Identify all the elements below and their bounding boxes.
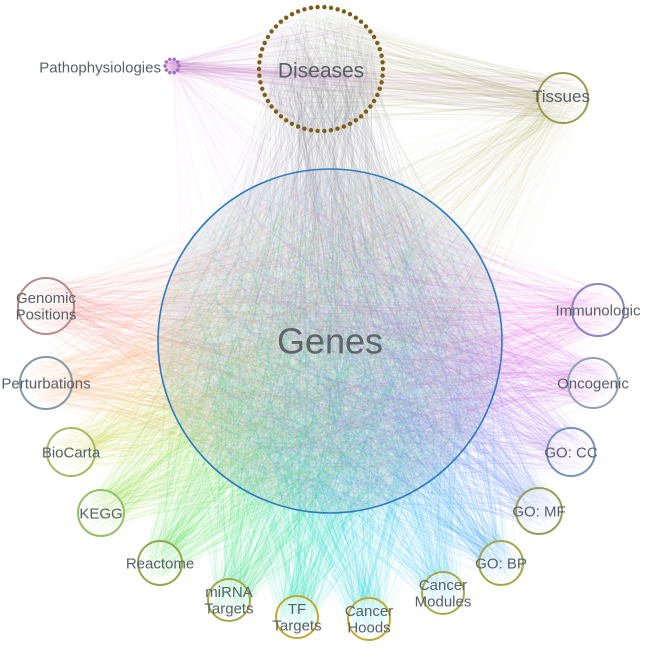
node-label-biocarta: BioCarta	[42, 444, 101, 461]
node-kegg[interactable]	[77, 489, 125, 537]
node-pathophysiologies[interactable]	[163, 57, 181, 75]
edge-fan-perturbations	[23, 178, 486, 507]
node-go-bp[interactable]	[478, 540, 524, 586]
node-go-cc[interactable]	[546, 427, 596, 477]
node-tissues[interactable]	[537, 72, 589, 124]
edge-bundles	[21, 15, 621, 638]
node-label-immunologic: Immunologic	[555, 302, 641, 319]
edge-fan-go-cc	[164, 186, 593, 507]
node-diseases[interactable]	[256, 4, 386, 134]
edge-fan-reactome	[140, 175, 488, 581]
edge-fan-mirna-targets	[166, 185, 487, 618]
node-label-pathophysiologies: Pathophysiologies	[39, 59, 161, 76]
node-go-mf[interactable]	[515, 487, 563, 535]
node-label-go-cc: GO: CC	[544, 444, 598, 461]
node-label-tissues: Tissues	[532, 87, 590, 106]
node-immunologic[interactable]	[571, 283, 625, 337]
node-tf-targets[interactable]	[275, 595, 319, 639]
node-label-genes: Genes	[277, 321, 383, 362]
node-label-kegg: KEGG	[79, 505, 122, 522]
node-perturbations[interactable]	[19, 356, 73, 410]
node-mirna-targets[interactable]	[207, 578, 251, 622]
edge-fan-biocarta	[50, 179, 493, 495]
node-reactome[interactable]	[137, 540, 183, 586]
node-genomic-positions[interactable]	[17, 277, 75, 335]
node-label-reactome: Reactome	[126, 555, 194, 572]
edge-link-pathophysiologies-tissues	[166, 59, 585, 120]
edge-fan-genomic-positions	[21, 177, 490, 490]
edge-fan-cancer-hoods	[174, 183, 488, 638]
edge-fan-go-mf	[172, 179, 560, 532]
node-label-perturbations: Perturbations	[1, 375, 90, 392]
node-label-oncogenic: Oncogenic	[557, 375, 629, 392]
edge-fan-oncogenic	[177, 179, 616, 508]
node-labels: Genes Diseases PathophysiologiesTissuesGen…	[1, 59, 641, 636]
node-label-go-bp: GO: BP	[475, 555, 527, 572]
node-genes[interactable]	[157, 168, 503, 514]
node-biocarta[interactable]	[46, 427, 96, 477]
edge-fan-tf-targets	[183, 180, 492, 636]
edge-fan-go-bp	[169, 183, 521, 583]
edge-fan-immunologic	[169, 176, 621, 507]
edge-fan-cancer-modules	[166, 176, 488, 612]
node-cancer-hoods[interactable]	[347, 597, 391, 641]
node-cancer-modules[interactable]	[421, 571, 465, 615]
node-label-diseases: Diseases	[278, 59, 364, 82]
edge-link-diseases-tissues	[265, 15, 587, 123]
node-oncogenic[interactable]	[567, 357, 619, 409]
node-label-go-mf: GO: MF	[512, 503, 565, 520]
edge-fan-tissues	[177, 76, 586, 502]
edge-fan-pathophysiologies	[165, 60, 478, 486]
